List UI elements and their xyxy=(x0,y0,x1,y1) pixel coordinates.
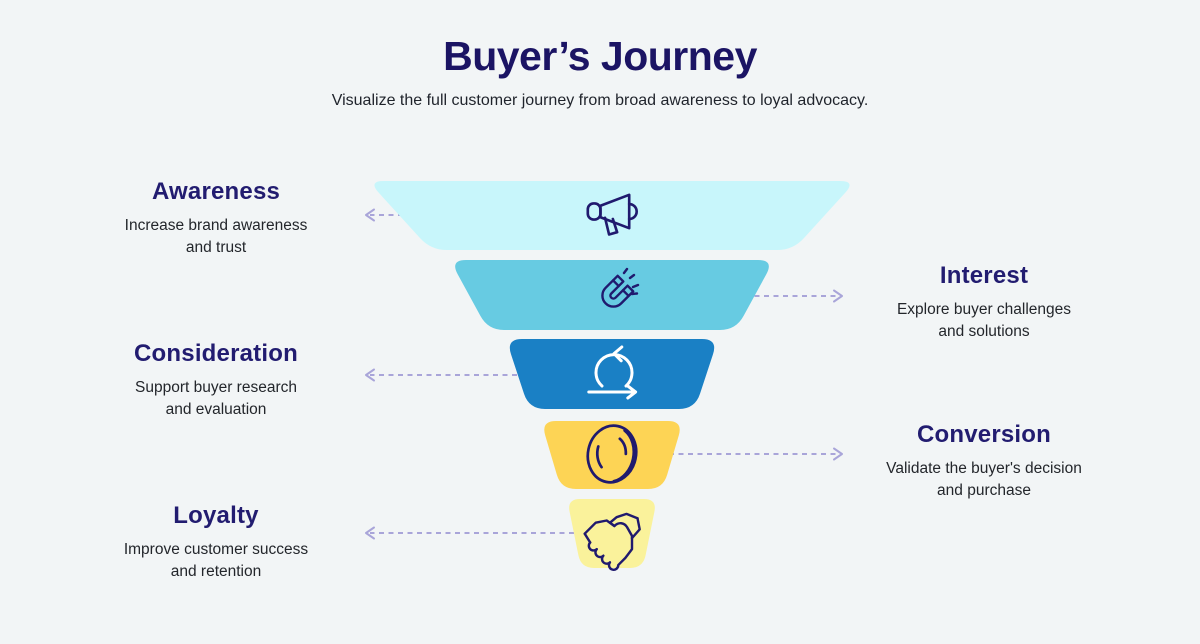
stage-title-loyalty: Loyalty xyxy=(173,502,259,529)
stage-title-awareness: Awareness xyxy=(151,178,281,205)
stage-title-interest: Interest xyxy=(939,262,1029,289)
page-subtitle: Visualize the full customer journey from… xyxy=(331,92,869,109)
handshake-icon xyxy=(583,512,641,571)
stage-label-interest: Interest Explore buyer challenges and so… xyxy=(854,262,1114,342)
funnel-stage-loyalty xyxy=(569,499,655,568)
stage-label-loyalty: Loyalty Improve customer success and ret… xyxy=(86,502,346,582)
funnel-stage-consideration xyxy=(509,339,715,409)
stage-description-awareness: Increase brand awareness and trust xyxy=(124,217,308,256)
arrow-loyalty-left xyxy=(365,526,612,540)
stage-title-consideration: Consideration xyxy=(134,340,298,367)
stage-description-interest: Explore buyer challenges and solutions xyxy=(896,301,1072,340)
stage-description-loyalty: Improve customer success and retention xyxy=(123,541,309,580)
stage-description-consideration: Support buyer research and evaluation xyxy=(135,379,297,418)
coin-icon xyxy=(586,424,638,484)
stage-label-awareness: Awareness Increase brand awareness and t… xyxy=(86,178,346,258)
stage-title-conversion: Conversion xyxy=(916,421,1052,448)
arrow-interest-right xyxy=(612,289,843,303)
arrow-conversion-right xyxy=(612,447,843,461)
funnel-stage-awareness xyxy=(374,181,850,250)
funnel-stage-interest xyxy=(455,260,769,330)
cycle-icon xyxy=(587,345,638,400)
stage-label-conversion: Conversion Validate the buyer's decision… xyxy=(854,421,1114,501)
megaphone-icon xyxy=(586,193,638,236)
funnel-stage-conversion xyxy=(544,421,680,489)
stage-description-conversion: Validate the buyer's decision and purcha… xyxy=(886,460,1082,499)
magnet-icon xyxy=(601,267,640,308)
page-title: Buyer’s Journey xyxy=(443,33,757,79)
stage-label-consideration: Consideration Support buyer research and… xyxy=(86,340,346,420)
